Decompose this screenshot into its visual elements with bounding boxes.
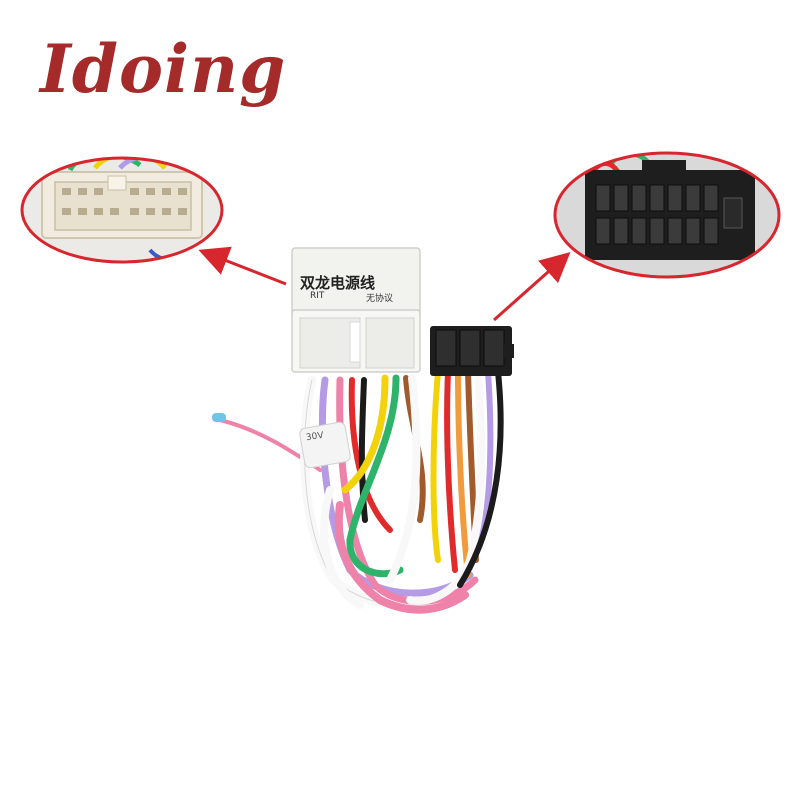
right-arrow-icon [493,252,571,322]
left-arrow-icon [198,246,287,286]
brand-logo: Idoing [40,30,287,108]
cable-tag [299,421,351,469]
right-callout [553,151,781,279]
white-connector [291,247,421,373]
harness-label-title: 双龙电源线 [300,274,376,292]
harness-label-right: 无协议 [366,294,394,304]
black-connector [430,326,514,376]
harness-label-left: RIT [310,291,325,301]
wire-bundle [212,368,504,614]
left-callout [20,156,224,264]
